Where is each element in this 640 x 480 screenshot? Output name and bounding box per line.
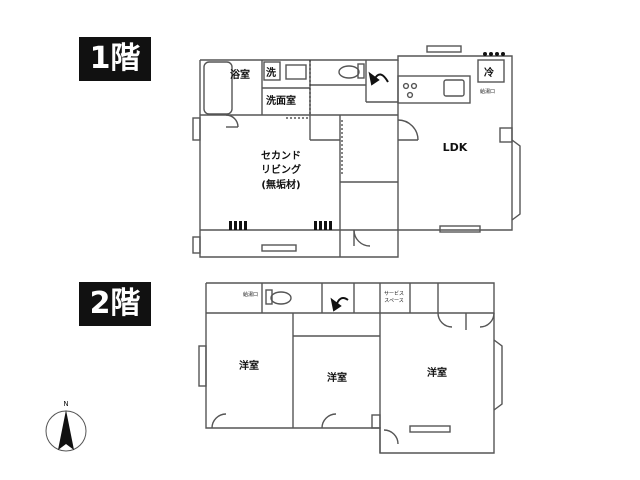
fridge-label: 冷 [484,66,494,79]
wall-hatches [229,52,505,230]
toilet-icon-2f [270,291,292,305]
second-living-line-2: リビング [261,163,301,176]
stair-arrows [330,71,389,312]
toilet-icon [338,65,360,79]
hot-water-label-1f: 給湯口 [480,88,495,95]
second-living-line-3: (無垢材) [261,178,300,191]
north-label: N [63,400,68,408]
north-compass-icon: N [45,400,87,452]
service-space-line-2: スペース [384,298,403,304]
washer-label: 洗 [266,66,276,79]
room-left-label: 洋室 [239,359,259,372]
sink [443,79,465,97]
room-center-label: 洋室 [327,371,347,384]
floor-2-badge: 2階 [79,282,151,326]
second-living-line-1: セカンド [261,150,301,162]
hot-water-label-2f: 給湯口 [243,291,258,298]
kitchen-counter [397,75,471,104]
wash-basin [285,64,307,80]
stair-arrow-2f-icon [330,297,342,312]
dashed-partitions [286,60,343,175]
floor-1-badge: 1階 [79,37,151,81]
service-space-line-1: サービス [384,290,404,297]
bath-label: 浴室 [230,68,250,81]
fridge-box [477,59,505,83]
room-right-label: 洋室 [427,366,447,379]
washing-machine-box [263,61,281,81]
washroom-label: 洗面室 [266,94,296,107]
floor-2-walls [198,282,503,454]
stair-arrow-1f-icon [368,71,380,86]
bathtub [203,61,233,115]
ldk-label: LDK [443,141,468,154]
floor-1-walls [192,45,521,258]
